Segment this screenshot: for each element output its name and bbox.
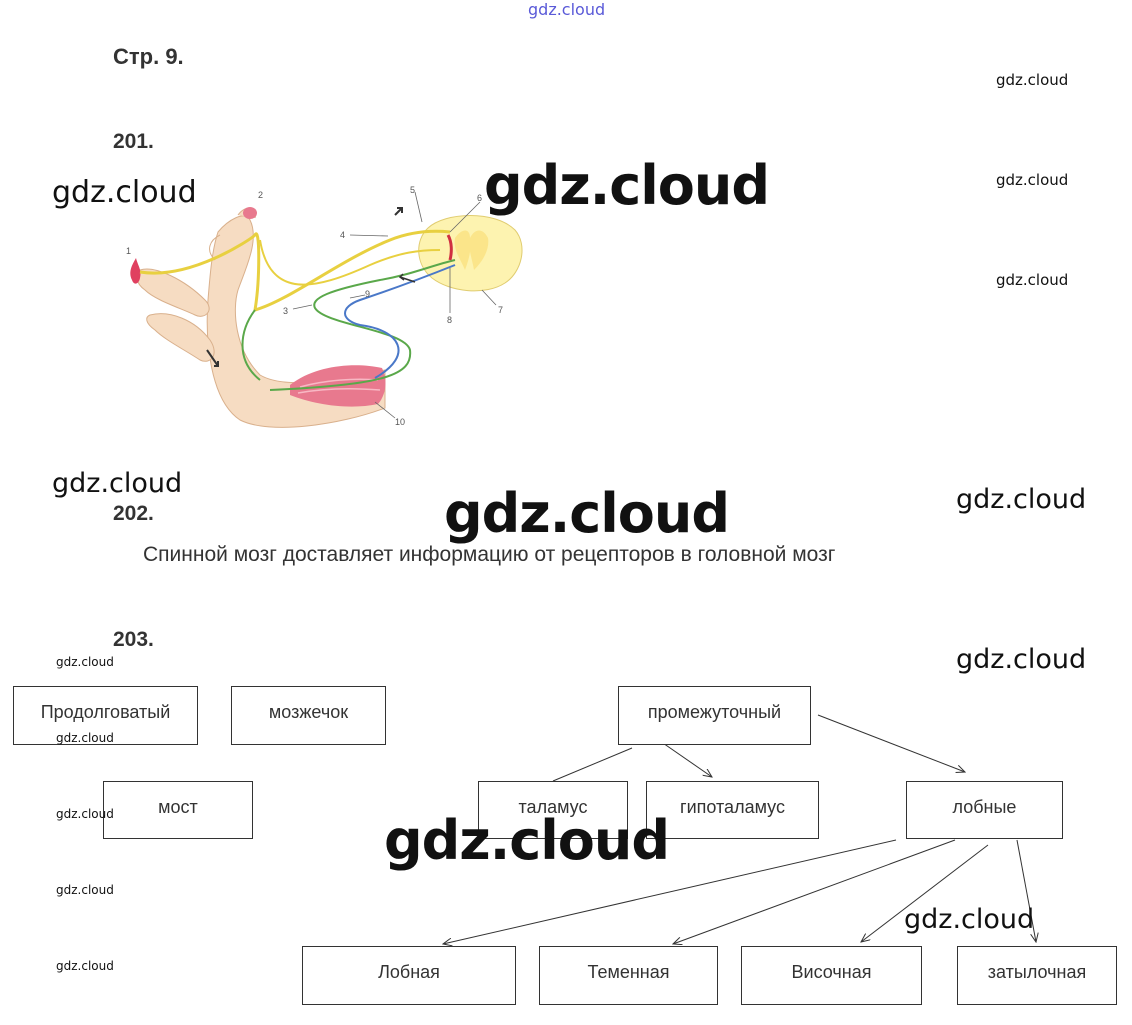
- box-lobnaya: Лобная: [302, 946, 516, 1005]
- watermark: gdz.cloud: [996, 271, 1069, 289]
- watermark: gdz.cloud: [52, 468, 183, 499]
- figure-label: 8: [447, 315, 453, 325]
- figure-label: 1: [126, 246, 132, 256]
- task-201-number: 201.: [113, 130, 154, 153]
- figure-label: 7: [498, 305, 504, 315]
- figure-label: 5: [410, 185, 416, 195]
- box-gipotalamus: гипоталамус: [646, 781, 819, 839]
- watermark: gdz.cloud: [484, 154, 770, 217]
- task-203-number: 203.: [113, 628, 154, 651]
- figure-label: 6: [477, 193, 483, 203]
- watermark: gdz.cloud: [444, 482, 730, 545]
- box-promezhutochny: промежуточный: [618, 686, 811, 745]
- watermark: gdz.cloud: [996, 71, 1069, 89]
- figure-label: 4: [340, 230, 346, 240]
- watermark: gdz.cloud: [528, 0, 606, 19]
- page-label: Стр. 9.: [113, 44, 184, 69]
- figure-label: 10: [395, 417, 406, 427]
- box-visochnaya: Височная: [741, 946, 922, 1005]
- watermark: gdz.cloud: [52, 175, 197, 210]
- watermark: gdz.cloud: [904, 904, 1035, 935]
- figure-label: 3: [283, 306, 289, 316]
- watermark: gdz.cloud: [56, 655, 114, 669]
- box-talamus: таламус: [478, 781, 628, 839]
- watermark: gdz.cloud: [56, 807, 114, 821]
- box-temennaya: Теменная: [539, 946, 718, 1005]
- watermark: gdz.cloud: [56, 959, 114, 973]
- task-202-answer: Спинной мозг доставляет информацию от ре…: [143, 543, 836, 566]
- task-202-number: 202.: [113, 502, 154, 525]
- reflex-arc-figure: 1 2 3 4 5 6 7 8 9 10: [110, 180, 550, 440]
- figure-label: 2: [258, 190, 264, 200]
- box-zatylochnaya: затылочная: [957, 946, 1117, 1005]
- box-prodolgovaty: Продолговатый: [13, 686, 198, 745]
- watermark: gdz.cloud: [956, 484, 1087, 515]
- watermark: gdz.cloud: [384, 809, 670, 872]
- box-mozzhechok: мозжечок: [231, 686, 386, 745]
- watermark: gdz.cloud: [956, 644, 1087, 675]
- box-lobnye: лобные: [906, 781, 1063, 839]
- watermark: gdz.cloud: [56, 731, 114, 745]
- figure-label: 9: [365, 289, 371, 299]
- watermark: gdz.cloud: [996, 171, 1069, 189]
- watermark: gdz.cloud: [56, 883, 114, 897]
- box-most: мост: [103, 781, 253, 839]
